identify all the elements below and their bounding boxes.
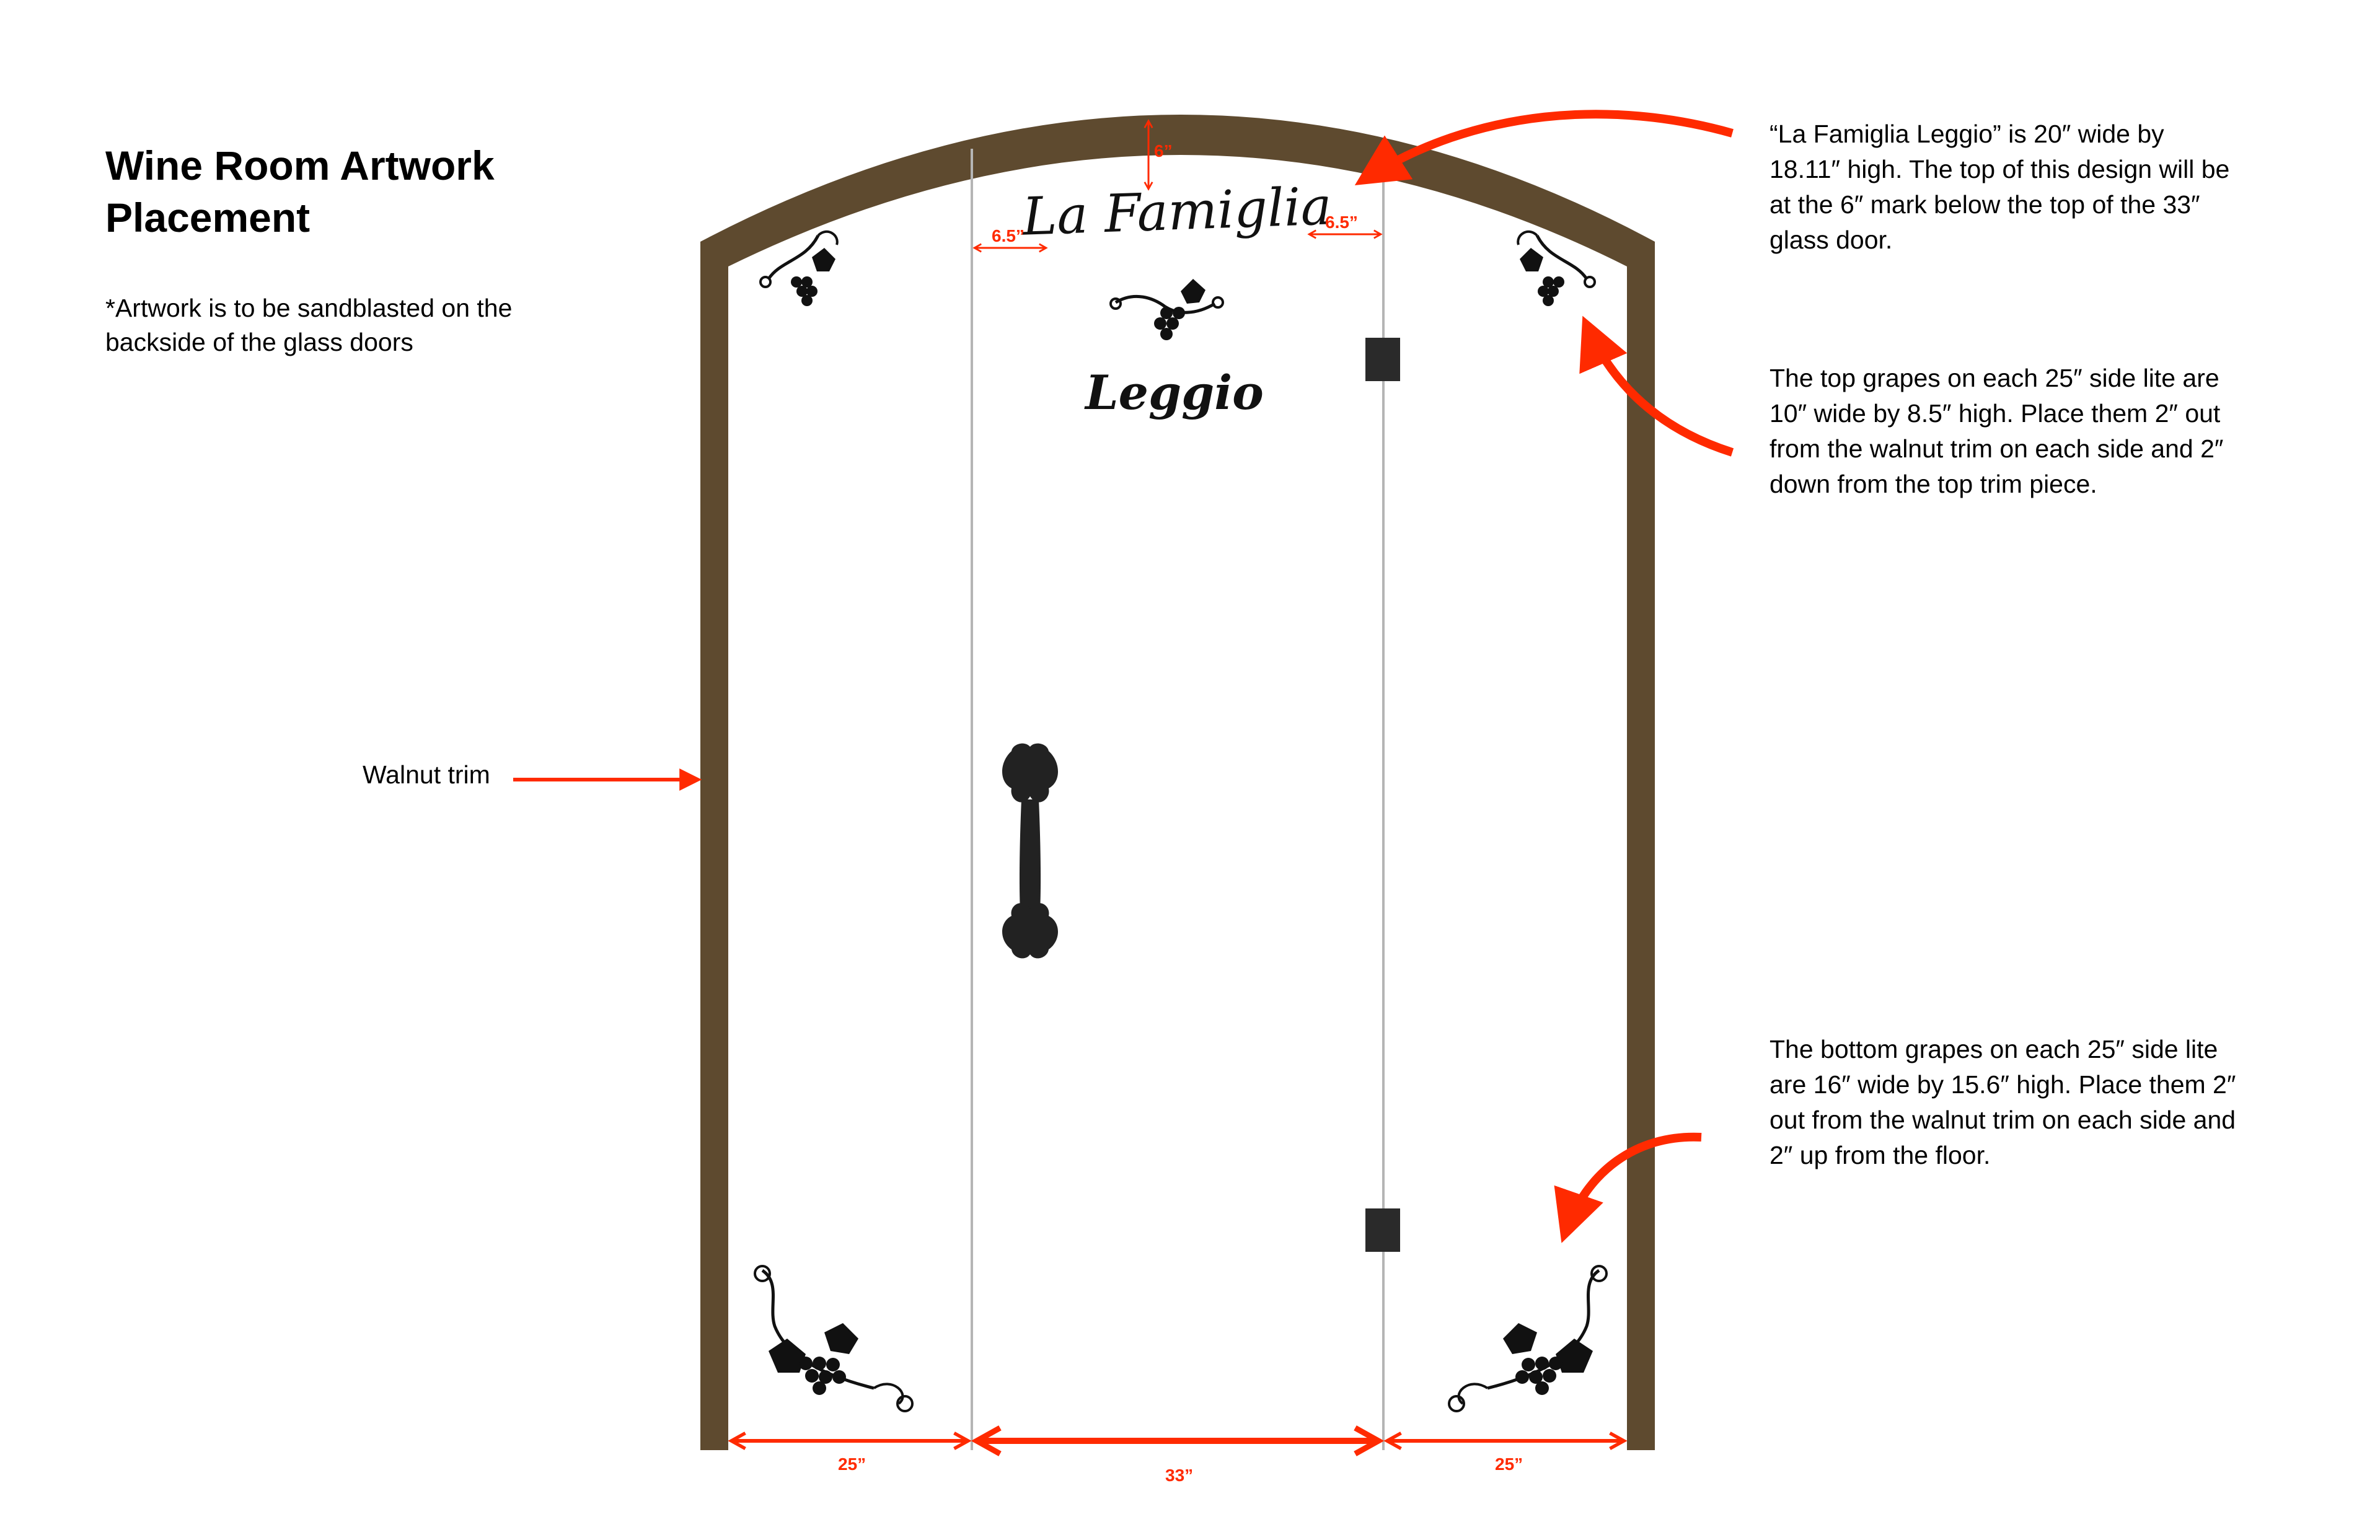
lower-hinge: [1365, 1208, 1400, 1252]
page-title: Wine Room Artwork Placement: [105, 143, 495, 240]
sandblast-note: *Artwork is to be sandblasted on the bac…: [105, 294, 513, 356]
center-grape-ornament-icon: [1109, 279, 1224, 340]
leggio-text: Leggio: [1084, 365, 1264, 420]
walnut-trim-label: Walnut trim: [363, 760, 490, 789]
door-handle: [1002, 743, 1058, 959]
left-margin-label: 6.5”: [992, 226, 1025, 245]
left-lite-width-label: 25”: [838, 1454, 866, 1474]
top-grapes-callout-arrow: [1579, 315, 1734, 457]
top-right-grapes-icon: [1517, 230, 1596, 306]
bottom-right-grapes-icon: [1448, 1265, 1608, 1412]
right-margin-label: 6.5”: [1325, 213, 1358, 232]
door-width-label: 33”: [1165, 1466, 1193, 1485]
famiglia-note: “La Famiglia Leggio” is 20″ wide by 18.1…: [1770, 120, 2230, 254]
right-lite-width-label: 25”: [1495, 1454, 1523, 1474]
top-grapes-note: The top grapes on each 25″ side lite are…: [1770, 364, 2224, 498]
bottom-grapes-note: The bottom grapes on each 25″ side lite …: [1770, 1035, 2236, 1169]
bottom-grapes-callout-arrow: [1554, 1132, 1702, 1243]
bottom-left-grapes-icon: [754, 1265, 914, 1412]
upper-hinge: [1365, 338, 1400, 381]
famiglia-callout-arrow: [1354, 110, 1734, 186]
top-offset-label: 6”: [1154, 141, 1173, 161]
la-famiglia-text: La Famiglia: [1020, 175, 1333, 247]
top-left-grapes-icon: [759, 230, 839, 306]
